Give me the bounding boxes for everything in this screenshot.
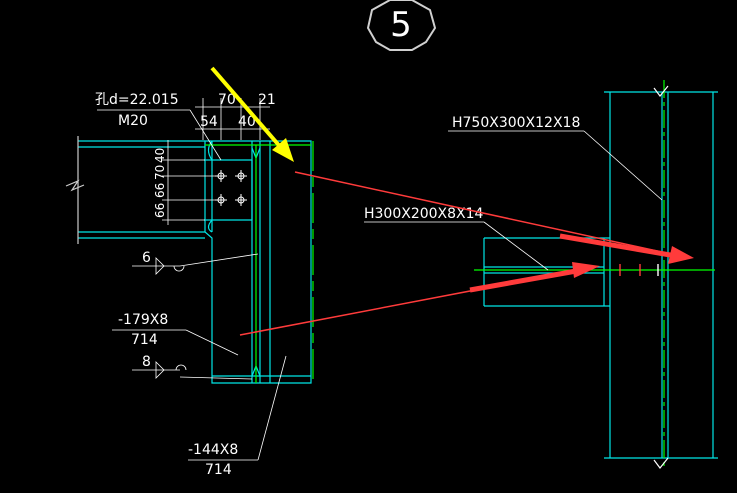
bolt-leader	[189, 109, 222, 161]
member-leaders	[364, 130, 663, 271]
annotation-arrows	[210, 66, 694, 336]
bolt-3	[215, 194, 227, 206]
column-break-top	[653, 85, 669, 97]
weld-upper-circle	[173, 265, 185, 272]
detail-callout-circle	[366, 0, 437, 51]
side-dim-66-upper: 66	[153, 183, 167, 198]
yellow-arrow-head	[272, 138, 294, 162]
connection-plate-outline	[204, 140, 312, 384]
red-arrow-upper-head	[668, 246, 694, 264]
red-arrow-lower-head	[572, 262, 600, 278]
bolt-group	[215, 170, 247, 206]
weld-size-lower: 8	[142, 354, 151, 370]
section-bolts	[619, 264, 659, 276]
weld-lower-leader	[179, 376, 253, 380]
bolt-2	[235, 170, 247, 182]
plate1-leader	[185, 329, 239, 356]
weld-lower-circle	[175, 364, 187, 371]
bolt-spec-label: M20	[118, 113, 148, 129]
weld-upper-leader	[179, 253, 259, 267]
weld-upper-triangle	[155, 257, 165, 275]
bolt-4	[235, 194, 247, 206]
weld-size-upper: 6	[142, 250, 151, 266]
plate1-size: -179X8	[118, 312, 168, 328]
side-dim-40: 40	[153, 148, 167, 163]
break-symbol	[65, 179, 85, 192]
top-dim-70: 70	[218, 92, 236, 108]
yellow-arrow-shaft	[210, 66, 285, 152]
detail-callout: 5	[366, 0, 437, 51]
left-green-lines	[205, 141, 314, 383]
plate2-leader	[257, 355, 287, 461]
top-dim-21: 21	[258, 92, 276, 108]
cope-arc-top	[207, 140, 213, 161]
left-elevation	[65, 136, 312, 384]
top-dim-40: 40	[238, 114, 256, 130]
bolt-1	[215, 170, 227, 182]
weld-lower-triangle	[155, 361, 165, 379]
bolt-hole-label: 孔d=22.015	[95, 92, 179, 108]
detail-number: 5	[390, 5, 412, 45]
side-dim-66-lower: 66	[153, 203, 167, 218]
column-break-bottom	[653, 457, 669, 469]
cope-arc-bottom	[207, 219, 213, 233]
column-section-label: H750X300X12X18	[452, 115, 580, 131]
top-dim-54: 54	[200, 114, 218, 130]
beam-label-leader	[483, 221, 549, 271]
side-dim-70: 70	[153, 165, 167, 180]
red-arrow-upper-thin	[294, 171, 681, 257]
column-label-leader	[583, 130, 663, 201]
plate2-length: 714	[205, 462, 232, 478]
dimension-lines	[97, 98, 287, 461]
plate2-size: -144X8	[188, 442, 238, 458]
beam-section-label: H300X200X8X14	[364, 206, 484, 222]
plate1-length: 714	[131, 332, 158, 348]
red-arrow-lower-thick	[469, 267, 583, 293]
red-arrow-upper-thick	[559, 233, 677, 259]
